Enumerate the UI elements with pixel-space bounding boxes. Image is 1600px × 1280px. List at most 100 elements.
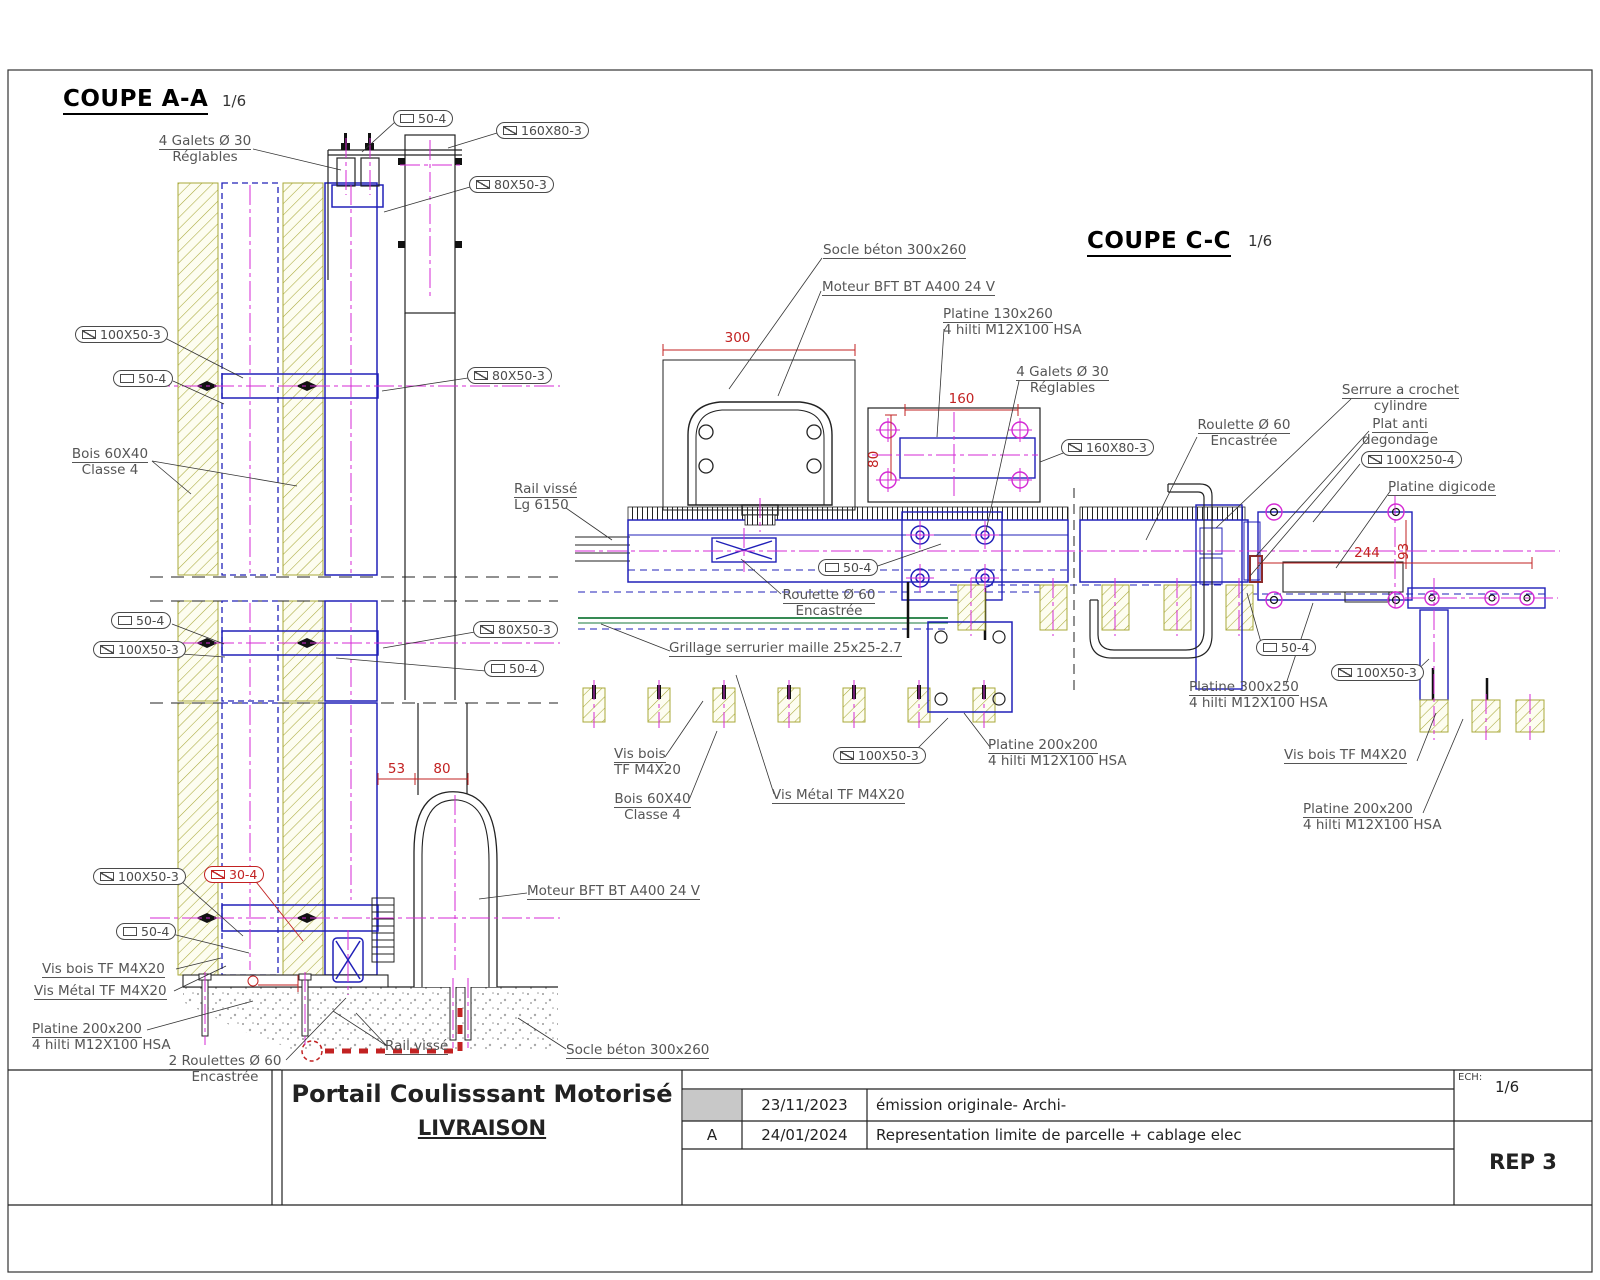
titleblock-lines [8, 1069, 1592, 1206]
ref-pill: 50-4 [484, 660, 545, 677]
pill-label: 50-4 [509, 661, 538, 676]
pill-label: 80X50-3 [498, 622, 551, 637]
ref-pill: 50-4 [818, 559, 879, 576]
pill-label: 100X50-3 [118, 642, 179, 657]
pill-label: 30-4 [229, 867, 258, 882]
ref-pill: 100X50-3 [75, 326, 168, 343]
tube-diag-icon [1368, 455, 1382, 464]
pill-label: 160X80-3 [521, 123, 582, 138]
label-vis-metal-cc: Vis Métal TF M4X20 [772, 787, 905, 804]
rev1-date: 24/01/2024 [761, 1126, 848, 1144]
rev0-date: 23/11/2023 [761, 1096, 848, 1114]
pill-label: 80X50-3 [494, 177, 547, 192]
ref-pill: 50-4 [111, 612, 172, 629]
rev0-desc: émission originale- Archi- [876, 1096, 1067, 1114]
ref-pill: 50-4 [1256, 639, 1317, 656]
tube-diag-icon [82, 330, 96, 339]
pill-label: 100X50-3 [100, 327, 161, 342]
pill-label: 100X50-3 [858, 748, 919, 763]
coupe-aa-linework [146, 121, 567, 1062]
ref-pill: 100X50-3 [833, 747, 926, 764]
tube-diag-icon [100, 645, 114, 654]
label-vis-bois-aa: Vis bois TF M4X20 [42, 961, 165, 978]
tube-icon [211, 870, 225, 879]
tube-diag-icon [1068, 443, 1082, 452]
scale-cell-label: ECH: [1458, 1072, 1483, 1083]
tube-diag-icon [480, 625, 494, 634]
pill-label: 100X250-4 [1386, 452, 1455, 467]
ref-pill: 80X50-3 [473, 621, 558, 638]
ref-pill: 160X80-3 [496, 122, 589, 139]
coupe-aa-title: COUPE A-A [63, 86, 209, 115]
scale-cell-value: 1/6 [1495, 1078, 1520, 1096]
label-socle-aa: Socle béton 300x260 [566, 1042, 710, 1059]
label-moteur-aa: Moteur BFT BT A400 24 V [527, 883, 701, 900]
label-moteur-cc: Moteur BFT BT A400 24 V [822, 279, 996, 296]
dim-53: 53 [387, 761, 406, 777]
label-rail-aa: Rail vissé [385, 1038, 449, 1055]
label-grillage-cc: Grillage serrurier maille 25x25-2.7 [669, 640, 902, 657]
tube-diag-icon [503, 126, 517, 135]
coupe-cc-title: COUPE C-C [1087, 228, 1232, 257]
pill-label: 160X80-3 [1086, 440, 1147, 455]
label-digicode-cc: Platine digicode [1388, 479, 1496, 496]
ref-pill: 100X250-4 [1361, 451, 1462, 468]
coupe-aa-scale: 1/6 [222, 92, 247, 110]
ref-pill: 50-4 [113, 370, 174, 387]
tube-diag-icon [474, 371, 488, 380]
coupe-cc-linework [565, 257, 1560, 814]
ref-pill: 100X50-3 [93, 868, 186, 885]
ref-pill: 80X50-3 [469, 176, 554, 193]
dim-244: 244 [1354, 545, 1380, 561]
sheet-frame [7, 69, 1593, 1273]
tube-diag-icon [1338, 668, 1352, 677]
ref-pill: 100X50-3 [1331, 664, 1424, 681]
dim-300: 300 [724, 330, 751, 346]
ref-pill: 160X80-3 [1061, 439, 1154, 456]
tube-icon [120, 374, 134, 383]
rev1-desc: Representation limite de parcelle + cabl… [876, 1126, 1242, 1144]
pill-label: 50-4 [136, 613, 165, 628]
label-socle-cc: Socle béton 300x260 [823, 242, 967, 259]
ref-pill: 50-4 [116, 923, 177, 940]
pill-label: 100X50-3 [1356, 665, 1417, 680]
label-vis-metal-aa: Vis Métal TF M4X20 [34, 983, 167, 1000]
pill-label: 50-4 [418, 111, 447, 126]
titleblock-title: Portail Coulisssant Motorisé [291, 1080, 673, 1108]
ref-pill: 80X50-3 [467, 367, 552, 384]
tube-icon [1263, 643, 1277, 652]
pill-label: 50-4 [138, 371, 167, 386]
dim-80-vertical: 80 [866, 450, 882, 468]
tube-diag-icon [840, 751, 854, 760]
coupe-cc-scale: 1/6 [1248, 232, 1273, 250]
tube-diag-icon [100, 872, 114, 881]
dim-160: 160 [948, 391, 975, 407]
dim-80: 80 [433, 761, 451, 777]
pill-label: 80X50-3 [492, 368, 545, 383]
tube-icon [400, 114, 414, 123]
pill-label: 50-4 [843, 560, 872, 575]
tube-icon [825, 563, 839, 572]
label-vis-bois-right-cc: Vis bois TF M4X20 [1284, 747, 1407, 764]
titleblock-subtitle: LIVRAISON [417, 1116, 547, 1140]
pill-label: 50-4 [141, 924, 170, 939]
pill-label: 100X50-3 [118, 869, 179, 884]
